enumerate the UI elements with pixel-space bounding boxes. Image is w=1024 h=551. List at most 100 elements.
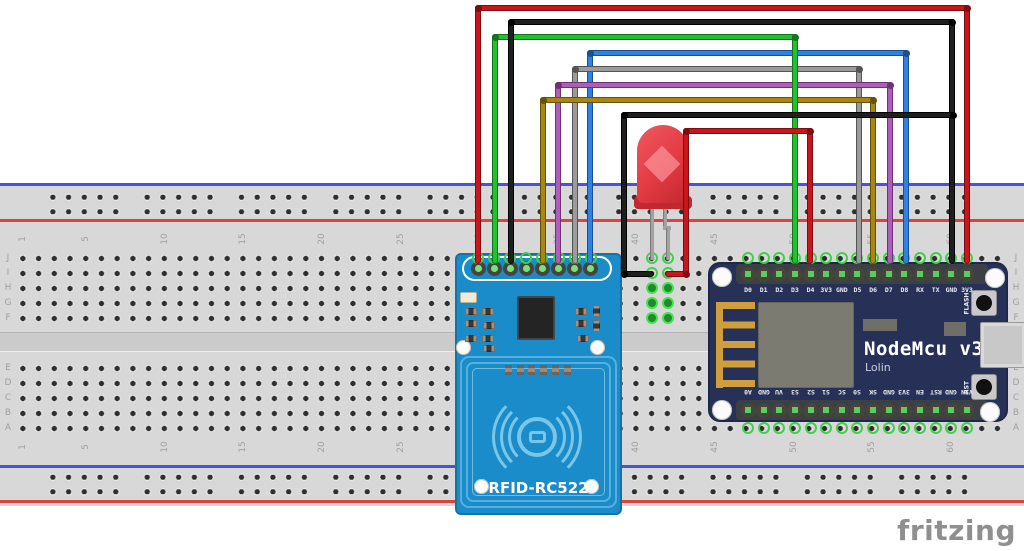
row-letter: J	[1014, 253, 1018, 263]
row-letter: C	[4, 393, 12, 403]
pin-core	[948, 407, 955, 413]
rfid-pin	[551, 261, 566, 276]
nodemcu-pin-bottom	[771, 402, 787, 418]
smd-component	[482, 308, 494, 315]
row-letter: I	[6, 268, 10, 278]
pin-core	[917, 407, 924, 413]
nodemcu-pin-label-top: 3V3	[961, 286, 973, 294]
rfid-module[interactable]: RFID-RC522	[455, 253, 622, 515]
row-letter: H	[1012, 283, 1020, 293]
nodemcu-pin-label-top: TX	[931, 286, 940, 294]
wire-bendpoint	[554, 81, 562, 89]
antenna-pad	[505, 365, 512, 375]
connected-hole-ring	[851, 422, 864, 434]
column-number: 10	[159, 441, 170, 453]
connected-hole-ring	[914, 422, 927, 434]
pin-core	[963, 271, 970, 277]
wire-bendpoint	[620, 111, 628, 119]
nodemcu-pin-label-top: D5	[853, 286, 862, 294]
smd-component	[465, 308, 477, 315]
nodemcu-pin-label-top: RX	[916, 286, 924, 294]
connected-hole-ring	[914, 252, 927, 264]
column-number: 10	[159, 233, 170, 245]
pin-core	[948, 271, 955, 277]
pin-core	[745, 271, 751, 277]
nodemcu-pin-label-top: D4	[806, 286, 815, 294]
column-number: 60	[946, 441, 957, 453]
led-body	[637, 125, 689, 203]
wire-bendpoint	[963, 4, 971, 12]
connected-hole-ring	[835, 252, 848, 264]
connected-hole-ring	[835, 422, 848, 434]
smd-component	[483, 322, 495, 329]
rfid-pin-core	[490, 265, 498, 272]
nodemcu-pin-top	[818, 266, 834, 282]
pin-core	[838, 407, 845, 413]
antenna-pad	[563, 365, 571, 375]
connected-hole-dot	[646, 282, 658, 294]
row-letter: B	[4, 408, 12, 418]
row-letter: C	[1012, 393, 1020, 403]
connected-hole-ring	[960, 422, 973, 434]
nodemcu-pin-top	[756, 266, 772, 282]
rst-button	[971, 374, 997, 400]
column-number: 45	[710, 233, 721, 245]
nodemcu-pin-bottom	[959, 402, 975, 418]
connected-hole-ring	[929, 422, 942, 434]
wire-segment	[555, 82, 561, 264]
wire-segment	[870, 97, 876, 264]
pin-core	[807, 271, 814, 277]
nodemcu-pin-bottom	[834, 402, 850, 418]
row-letter: G	[1012, 298, 1020, 308]
rfid-label: RFID-RC522	[488, 479, 589, 497]
rfid-crystal	[460, 292, 477, 303]
row-letter: A	[1012, 423, 1020, 433]
wire-bendpoint	[682, 127, 690, 135]
rst-button-cap	[976, 379, 992, 395]
wire-segment	[540, 97, 876, 103]
smd-component	[577, 335, 589, 342]
row-letter: B	[1012, 408, 1020, 418]
pin-core	[854, 407, 861, 413]
wire-segment	[964, 5, 970, 264]
wire-bendpoint	[902, 49, 910, 57]
connected-hole-dot	[646, 312, 658, 324]
wire-bendpoint	[620, 270, 628, 278]
nodemcu-pin-bottom	[865, 402, 881, 418]
pin-core	[901, 407, 908, 413]
nodemcu-pin-top	[943, 266, 959, 282]
nodemcu-title: NodeMcu v3	[864, 338, 984, 360]
mcu-mount-hole	[712, 267, 732, 287]
nodemcu-pin-top	[834, 266, 850, 282]
column-number: 25	[395, 441, 406, 453]
wire-segment	[683, 128, 689, 277]
wire-segment	[683, 128, 813, 134]
connected-hole-dot	[662, 312, 674, 324]
rfid-pin	[486, 261, 502, 276]
connected-hole-dot	[662, 282, 674, 294]
wire-bendpoint	[791, 33, 799, 41]
column-number: 55	[867, 441, 878, 453]
nodemcu-pin-top	[771, 266, 787, 282]
pin-core	[791, 407, 798, 413]
rfid-pin-core	[587, 265, 595, 272]
wire-segment	[555, 82, 893, 88]
connected-hole-ring	[773, 252, 786, 264]
nodemcu-pin-bottom	[943, 402, 959, 418]
row-letter: G	[4, 298, 12, 308]
rfid-chip	[517, 296, 555, 340]
wire-segment	[572, 66, 578, 264]
pin-core	[791, 271, 798, 277]
nodemcu-pin-top	[928, 266, 944, 282]
nodemcu-pin-label-top: 3V3	[820, 286, 833, 294]
wire-segment	[621, 112, 956, 118]
rfid-pin-core	[555, 265, 562, 272]
connected-hole-ring	[773, 422, 786, 434]
pin-core	[870, 407, 877, 413]
small-ic	[863, 319, 897, 331]
pin-core	[745, 407, 751, 413]
pin-core	[807, 407, 814, 413]
rfid-pin	[534, 261, 550, 276]
nodemcu-pin-label-top: D2	[775, 286, 784, 294]
